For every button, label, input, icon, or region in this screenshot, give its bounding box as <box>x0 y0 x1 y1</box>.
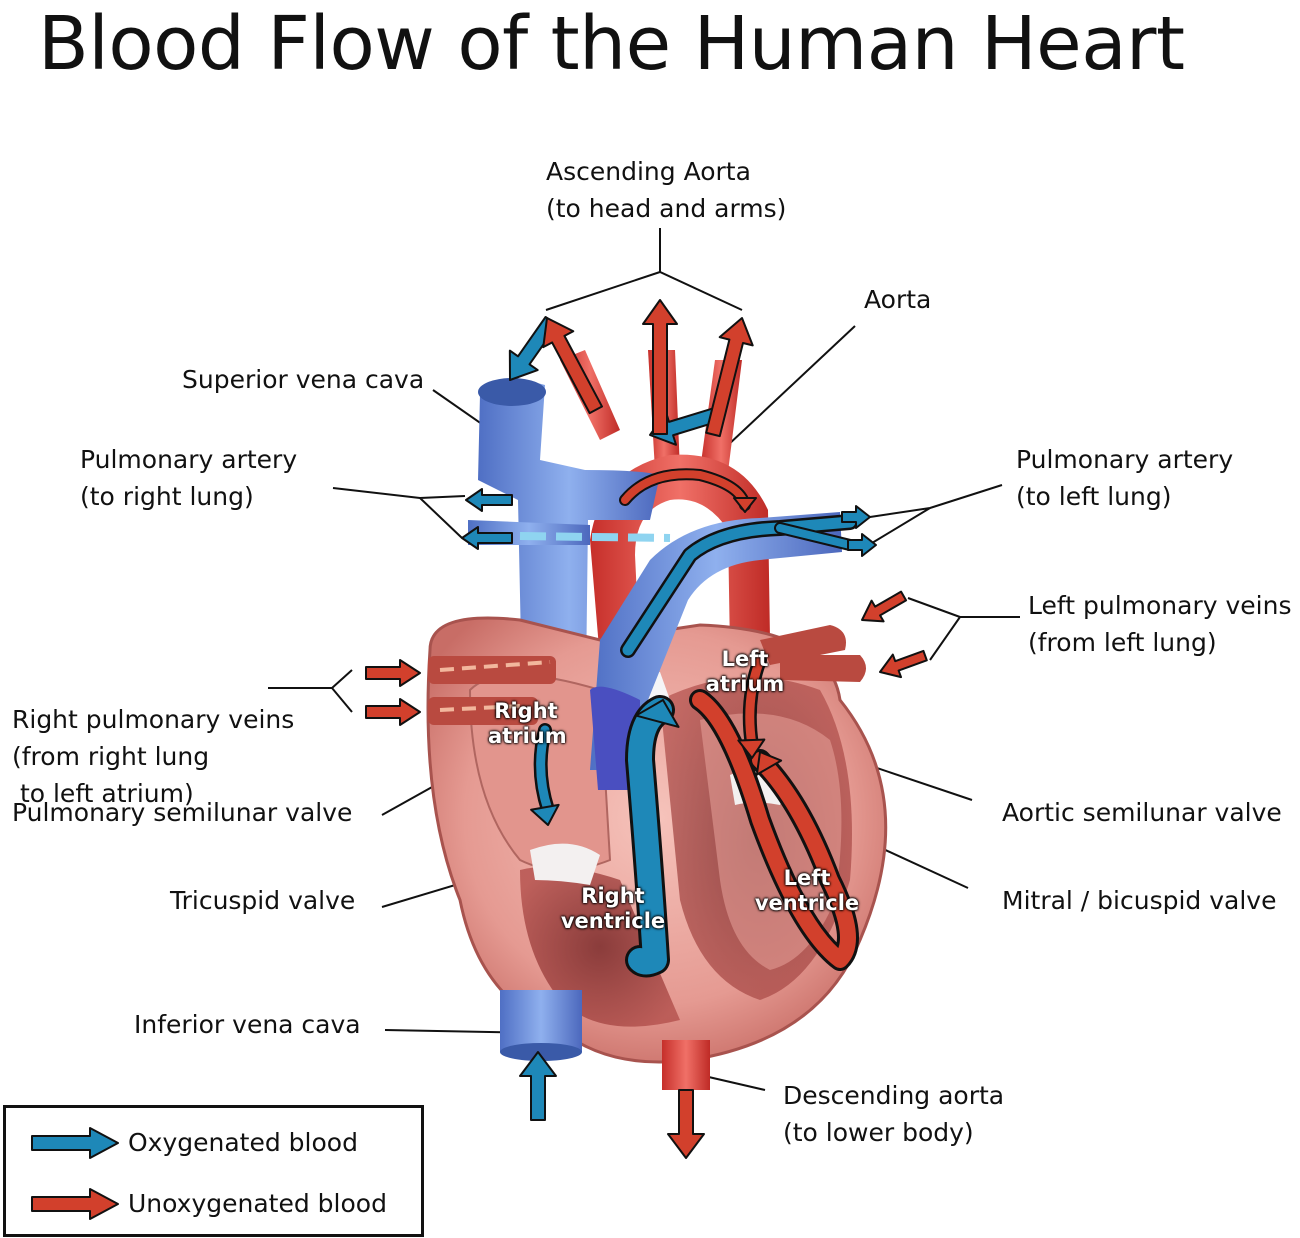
descending-aorta-vessel <box>662 1040 710 1090</box>
legend-unoxygenated: Unoxygenated blood <box>6 1184 421 1224</box>
ra-flow <box>536 725 553 815</box>
red-arrow-icon <box>31 1188 119 1220</box>
asc-arrow-left <box>542 317 604 415</box>
asc-arrow-right <box>705 317 754 438</box>
lpv-arrow-lower <box>879 649 928 679</box>
asc-arrow-mid <box>642 299 678 435</box>
lv-flow <box>692 692 856 968</box>
desc-aorta-arrow <box>667 1089 705 1159</box>
label-right-pulmonary-veins: Right pulmonary veins(from right lung to… <box>12 705 295 808</box>
rv-arrow-head <box>635 699 680 728</box>
pa-left-arrow-lower <box>847 533 877 557</box>
tricuspid-valve <box>530 843 600 885</box>
aorta-arch-flow <box>621 470 749 509</box>
rpv-arrow-upper <box>365 659 421 687</box>
right-pulmonary-vein-upper <box>428 656 556 684</box>
la-arrow-head <box>737 738 766 759</box>
label-mitral-valve: Mitral / bicuspid valve <box>1002 886 1277 915</box>
pulmonary-veins <box>428 625 866 725</box>
label-superior-vena-cava: Superior vena cava <box>182 365 425 394</box>
label-aortic-semilunar-valve: Aortic semilunar valve <box>1002 798 1282 827</box>
label-left-pulmonary-veins: Left pulmonary veins(from left lung) <box>1028 591 1292 657</box>
pa-right-arrow-upper <box>465 488 513 512</box>
label-descending-aorta: Descending aorta(to lower body) <box>783 1081 1005 1147</box>
label-ascending-aorta: Ascending Aorta(to head and arms) <box>546 157 787 223</box>
label-inferior-vena-cava: Inferior vena cava <box>134 1010 361 1039</box>
page-title: Blood Flow of the Human Heart <box>38 1 1185 87</box>
rv-flow <box>628 698 672 975</box>
flow-paths <box>533 468 859 978</box>
lv-arrow-head <box>755 751 783 776</box>
rpv-arrow-lower <box>365 698 421 726</box>
label-pulmonary-artery-right: Pulmonary artery(to right lung) <box>80 445 298 511</box>
right-pulmonary-vein-lower <box>428 697 538 725</box>
left-pulmonary-vein-lower <box>780 655 866 682</box>
legend-oxygenated: Oxygenated blood <box>6 1123 421 1163</box>
pa-left-arrow-upper <box>841 505 871 529</box>
blue-arrow-icon <box>31 1127 119 1159</box>
lpv-arrow-upper <box>861 590 908 623</box>
legend: Oxygenated blood Unoxygenated blood <box>3 1105 424 1237</box>
legend-oxygenated-label: Oxygenated blood <box>128 1128 358 1157</box>
label-tricuspid-valve: Tricuspid valve <box>170 886 356 915</box>
label-pulmonary-artery-left: Pulmonary artery(to left lung) <box>1016 445 1234 511</box>
la-flow <box>745 655 765 750</box>
inferior-vena-cava <box>500 990 582 1052</box>
label-aorta: Aorta <box>864 285 932 314</box>
legend-unoxygenated-label: Unoxygenated blood <box>128 1189 387 1218</box>
ra-arrow-head <box>530 803 560 826</box>
ivc-in-arrow <box>519 1051 557 1121</box>
label-pulmonary-semilunar-valve: Pulmonary semilunar valve <box>12 798 353 827</box>
pa-right-arrow-lower <box>461 526 513 550</box>
flow-arrows <box>365 299 928 1159</box>
aorta-arch-arrow-head <box>733 497 757 513</box>
